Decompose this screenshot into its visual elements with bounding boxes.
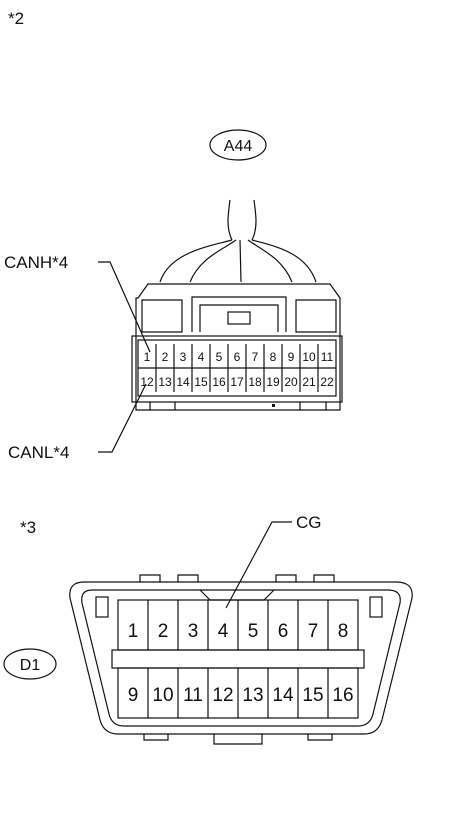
- pin-d1-3: 3: [188, 621, 199, 642]
- connector-a44-label-oval: [209, 129, 267, 161]
- callout-canh: CANH*4: [4, 253, 68, 272]
- pin-a44-14: 14: [176, 375, 190, 389]
- note-marker-bottom: *3: [20, 518, 36, 537]
- connector-d1: D1: [3, 513, 413, 745]
- callout-canl: CANL*4: [8, 443, 69, 462]
- pin-d1-7: 7: [308, 621, 319, 642]
- connector-a44-pins: 1 2 3 4 5 6 7 8 9 10 11 12 13 14 15 16 1…: [138, 344, 336, 392]
- connector-a44-housing: [131, 283, 343, 411]
- pin-a44-21: 21: [302, 375, 316, 389]
- pin-a44-5: 5: [216, 350, 223, 364]
- pin-a44-22: 22: [320, 375, 334, 389]
- connector-d1-label: D1: [20, 657, 41, 674]
- pin-a44-19: 19: [266, 375, 280, 389]
- pin-a44-16: 16: [212, 375, 226, 389]
- connector-a44: A44: [4, 129, 343, 462]
- wire-harness: [159, 199, 317, 283]
- pin-d1-13: 13: [242, 685, 263, 706]
- pin-d1-10: 10: [152, 685, 173, 706]
- pin-d1-16: 16: [332, 685, 353, 706]
- pin-a44-3: 3: [180, 350, 187, 364]
- connector-d1-label-oval: [3, 648, 57, 680]
- pin-d1-5: 5: [248, 621, 259, 642]
- pin-a44-18: 18: [248, 375, 262, 389]
- pin-d1-2: 2: [158, 621, 169, 642]
- pin-a44-6: 6: [234, 350, 241, 364]
- pin-d1-6: 6: [278, 621, 289, 642]
- connector-a44-label: A44: [224, 138, 253, 155]
- pin-a44-11: 11: [321, 350, 334, 364]
- pin-a44-12: 12: [140, 375, 154, 389]
- pin-a44-13: 13: [158, 375, 172, 389]
- pin-a44-7: 7: [252, 350, 259, 364]
- pin-a44-17: 17: [230, 375, 244, 389]
- pin-d1-4: 4: [218, 621, 229, 642]
- callout-canh-leader: [98, 261, 151, 353]
- pin-a44-20: 20: [284, 375, 298, 389]
- callout-canl-leader: [98, 383, 147, 453]
- pin-a44-10: 10: [302, 350, 316, 364]
- callout-cg: CG: [296, 513, 322, 532]
- pin-d1-8: 8: [338, 621, 349, 642]
- pin-d1-12: 12: [212, 685, 233, 706]
- pin-a44-15: 15: [194, 375, 208, 389]
- pin-d1-9: 9: [128, 685, 139, 706]
- pin-d1-11: 11: [183, 685, 203, 706]
- pin-d1-15: 15: [302, 685, 323, 706]
- callout-cg-leader: [225, 521, 292, 609]
- pin-a44-8: 8: [270, 350, 277, 364]
- connector-d1-pins: 1 2 3 4 5 6 7 8 9 10 11 12 13 14 15 16: [111, 599, 365, 719]
- pin-a44-1: 1: [144, 350, 151, 364]
- pin-a44-9: 9: [288, 350, 295, 364]
- pin-d1-14: 14: [272, 685, 294, 706]
- pin-d1-1: 1: [128, 621, 139, 642]
- pin-a44-4: 4: [198, 350, 205, 364]
- pin-a44-2: 2: [162, 350, 169, 364]
- note-marker-top: *2: [8, 9, 24, 28]
